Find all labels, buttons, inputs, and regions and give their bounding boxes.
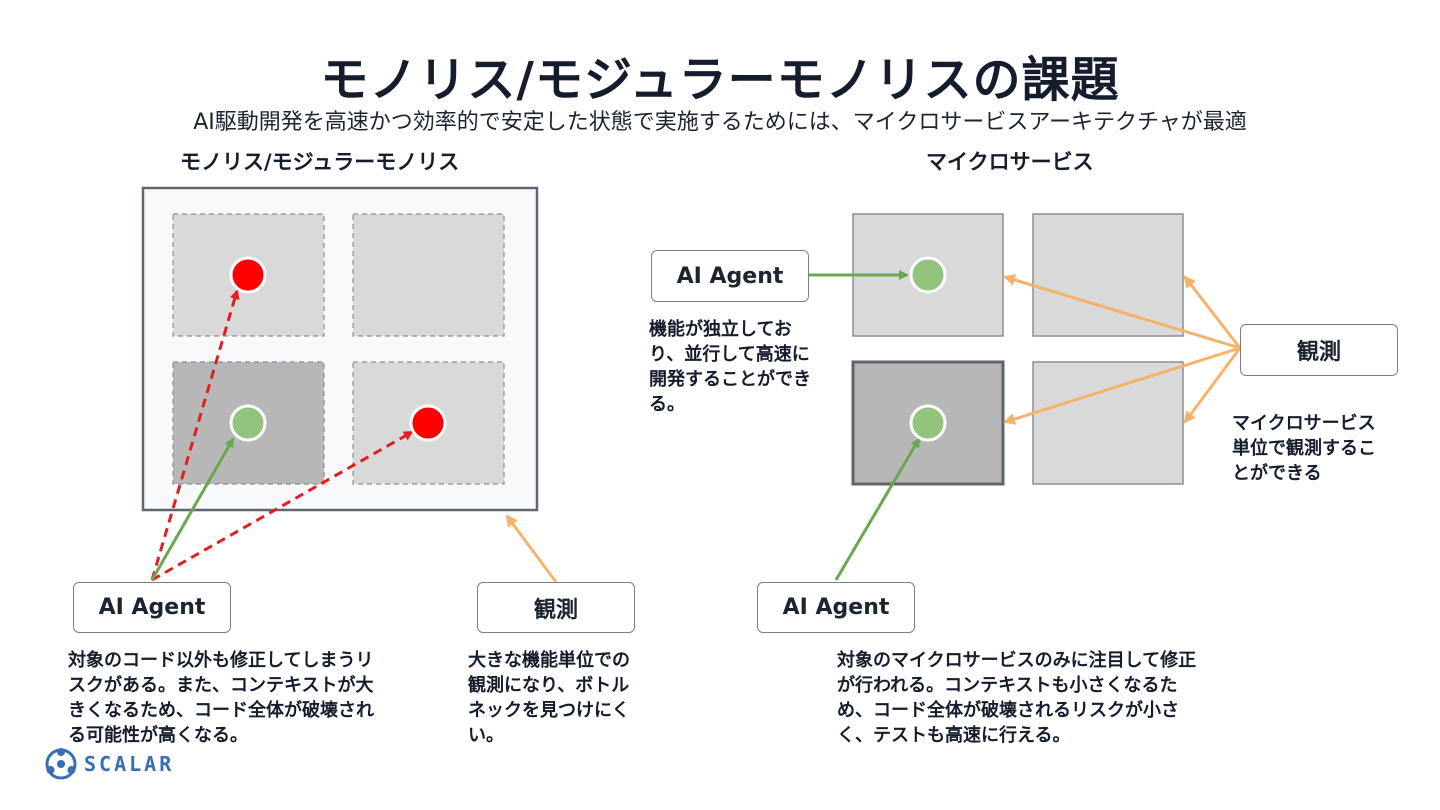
scalar-logo-icon: [45, 748, 77, 780]
agent-edit-arrow: [834, 437, 921, 581]
intended-target-dot: [909, 256, 947, 294]
observe-box-monolith: 観測: [477, 582, 635, 633]
microservice-box: [1032, 361, 1184, 485]
microservice-heading: マイクロサービス: [926, 150, 1094, 174]
wrong-edit-arrow: [150, 289, 240, 581]
ai-agent-box-monolith: AI Agent: [73, 582, 231, 633]
agent-edit-arrow: [150, 437, 235, 581]
monolith-observe-note: 大きな機能単位での観測になり、ボトルネックを見つけにくい。: [468, 650, 630, 746]
microservice-agent-bottom-note: 対象のマイクロサービスのみに注目して修正が行われる。コンテキストも小さくなるため…: [837, 650, 1197, 746]
logo-text: SCALAR: [84, 752, 175, 776]
wrong-edit-arrow: [151, 430, 414, 582]
microservice-observe-note: マイクロサービス単位で観測することができる: [1232, 413, 1376, 484]
observe-box-microservice: 観測: [1240, 324, 1398, 376]
unintended-target-dot: [409, 404, 447, 442]
scalar-logo: SCALAR: [44, 747, 174, 781]
intended-target-dot: [909, 404, 947, 442]
monolith-heading: モノリス/モジュラーモノリス: [180, 150, 460, 174]
observe-arrow: [1003, 274, 1241, 350]
observe-arrow: [1183, 275, 1242, 349]
monolith-agent-note: 対象のコード以外も修正してしまうリスクがある。また、コンテキストが大きくなるため…: [68, 650, 374, 746]
observe-arrow: [1003, 346, 1241, 425]
unintended-target-dot: [229, 256, 267, 294]
microservice-agent-top-note: 機能が独立しており、並行して高速に開発することができる。: [649, 319, 811, 415]
ai-agent-box-microservice-top: AI Agent: [651, 250, 809, 302]
monolith-module: [352, 213, 505, 337]
intended-target-dot: [229, 404, 267, 442]
page-subtitle: AI駆動開発を高速かつ効率的で安定した状態で実施するためには、マイクロサービスア…: [193, 110, 1247, 135]
microservice-box: [1032, 213, 1184, 337]
page-title: モノリス/モジュラーモノリスの課題: [320, 52, 1120, 108]
observe-arrow: [1183, 347, 1242, 424]
observe-arrow: [505, 514, 558, 583]
ai-agent-box-microservice-bottom: AI Agent: [757, 582, 915, 633]
